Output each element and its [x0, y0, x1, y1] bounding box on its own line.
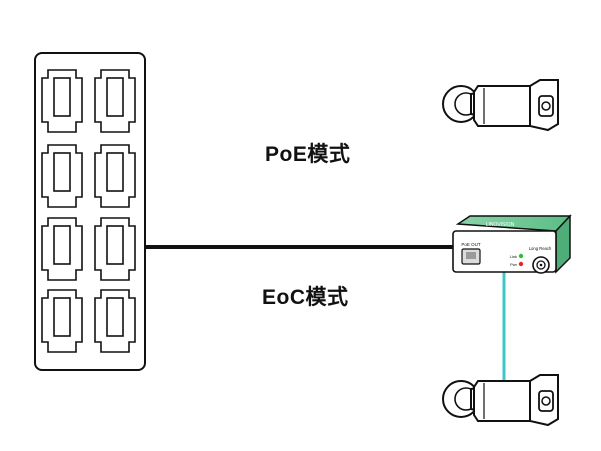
ethernet-port-inner: [106, 77, 124, 117]
ethernet-port-icon: [94, 69, 136, 133]
brand-label: LINOVISION: [486, 222, 515, 228]
switch-ports: [41, 69, 136, 353]
led-power-icon: [518, 261, 524, 267]
switch-body: [34, 52, 146, 371]
ethernet-port-icon: [41, 69, 83, 133]
poe-mode-label: PoE模式: [265, 143, 351, 166]
network-switch-icon: [34, 52, 146, 371]
ethernet-port-inner: [53, 77, 71, 117]
ethernet-port-inner: [53, 297, 71, 337]
bullet-camera-icon: [442, 79, 559, 132]
ethernet-port-inner: [106, 225, 124, 265]
led-link-icon: [518, 253, 524, 259]
led-power-label: Pwr: [510, 262, 518, 267]
ethernet-port-inner: [106, 297, 124, 337]
ethernet-port-inner: [53, 152, 71, 192]
ethernet-port-icon: [94, 289, 136, 353]
ethernet-port-icon: [94, 217, 136, 281]
port-label: PoE OUT: [461, 242, 481, 247]
ethernet-port-inner: [106, 152, 124, 192]
bullet-camera-icon: [442, 374, 559, 427]
ethernet-port-inner: [53, 225, 71, 265]
model-label: EoC Transmitter: [496, 233, 527, 243]
coax-label: Long Reach: [529, 246, 552, 251]
ethernet-port-icon: [41, 289, 83, 353]
ethernet-port-icon: [41, 217, 83, 281]
ethernet-port-icon: [94, 144, 136, 208]
led-link-label: Link: [510, 254, 517, 259]
eoc-mode-label: EoC模式: [262, 286, 349, 309]
eoc-transmitter-icon: LINOVISION EoC Transmitter PoE OUT Link …: [452, 214, 572, 274]
ethernet-port-icon: [41, 144, 83, 208]
